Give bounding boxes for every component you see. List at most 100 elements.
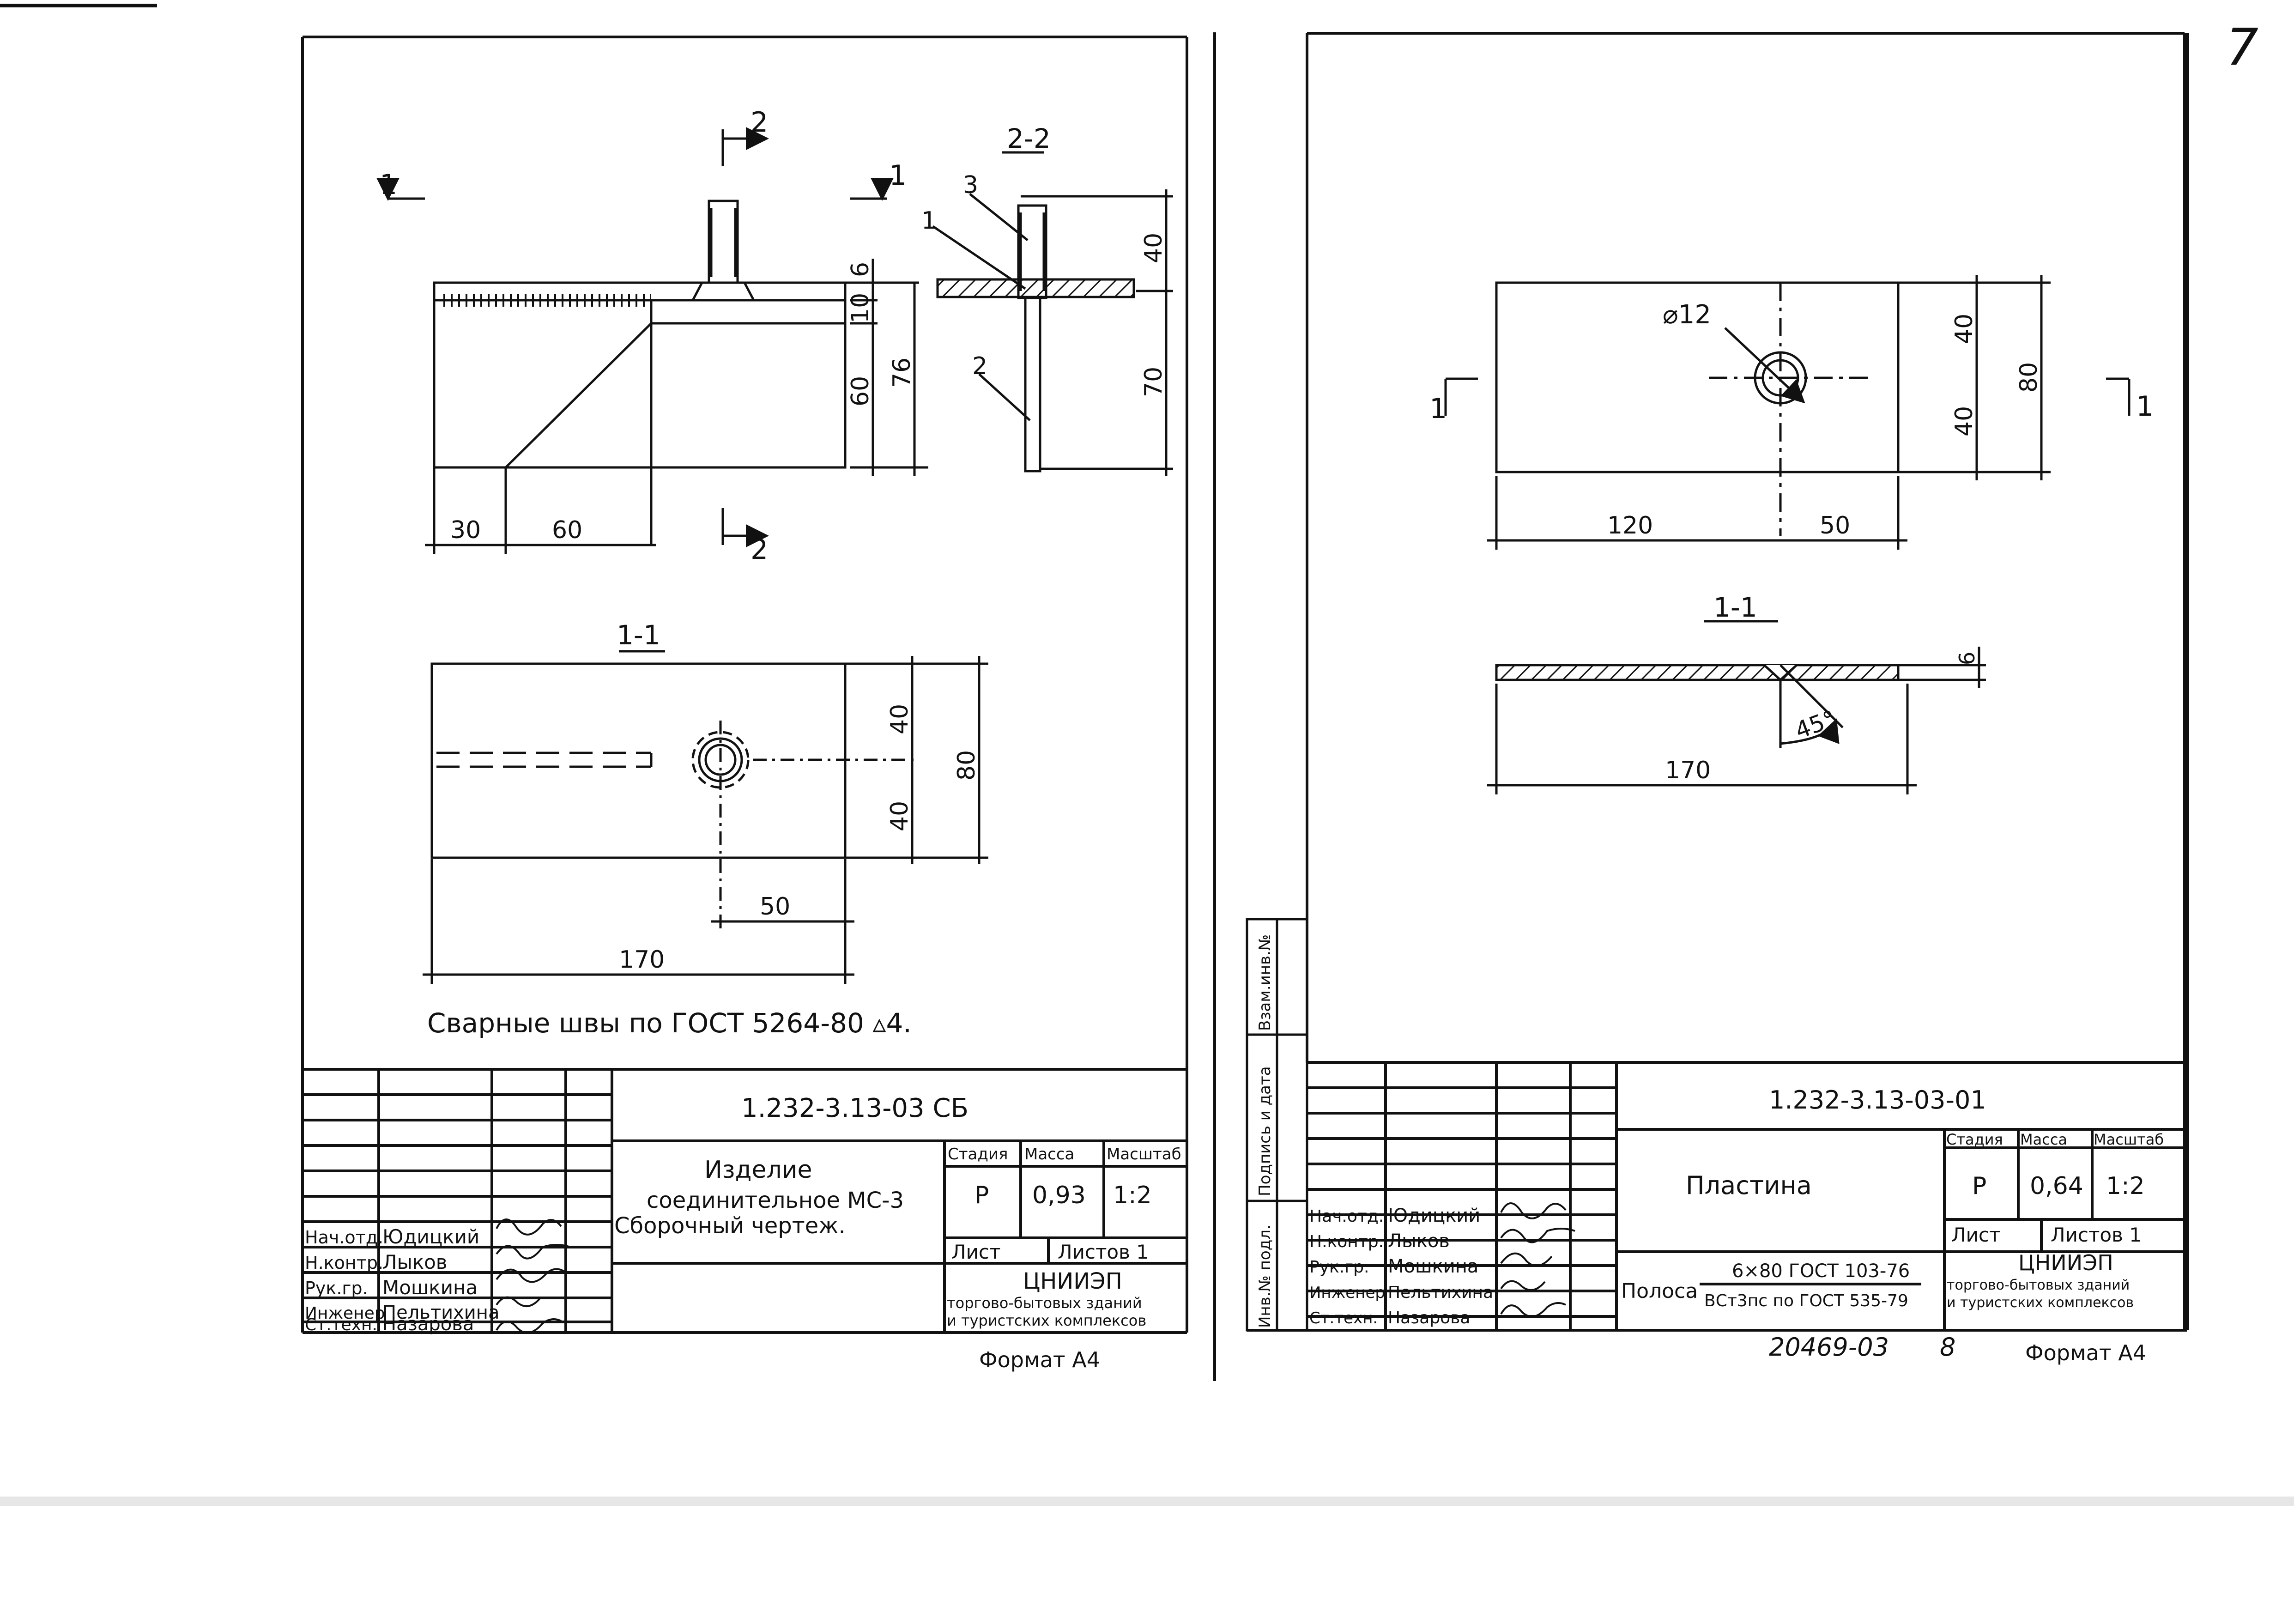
left-title-block xyxy=(303,1068,1187,1333)
left-sheet-label: Лист xyxy=(951,1241,1000,1263)
right-sig-role-3: Рук.гр. xyxy=(1309,1258,1369,1277)
right-value-mass: 0,64 xyxy=(2030,1172,2083,1200)
left-sig-name-4: Пельтихина xyxy=(382,1302,499,1323)
dim-front-60: 60 xyxy=(847,376,874,406)
left-frame xyxy=(301,36,1188,1334)
left-sheet xyxy=(0,4,1216,1381)
side-stamp-1: Инв.№ подл. xyxy=(1256,1224,1274,1328)
right-section-title: 1-1 xyxy=(1713,592,1757,623)
right-dim-170: 170 xyxy=(1665,757,1711,784)
left-value-stage: Р xyxy=(974,1182,989,1209)
hole-label: ⌀12 xyxy=(1663,300,1711,330)
left-header-stage: Стадия xyxy=(948,1145,1008,1163)
right-sig-name-1: Юдицкий xyxy=(1388,1205,1480,1226)
right-sig-name-5: Назарова xyxy=(1388,1309,1471,1327)
left-sig-role-3: Рук.гр. xyxy=(305,1278,368,1298)
dim-plan-170: 170 xyxy=(619,946,665,974)
archive-sheet: 8 xyxy=(1940,1333,1955,1362)
section-2-label-bottom: 2 xyxy=(751,533,768,566)
right-header-scale: Масштаб xyxy=(2094,1131,2164,1148)
material-prefix: Полоса xyxy=(1621,1279,1698,1303)
right-sig-name-2: Лыков xyxy=(1388,1230,1450,1252)
left-title-line-3: Сборочный чертеж. xyxy=(614,1213,846,1239)
material-top: 6×80 ГОСТ 103-76 xyxy=(1732,1260,1910,1282)
section-1-label-left: 1 xyxy=(380,169,397,201)
left-sig-name-1: Юдицкий xyxy=(382,1225,479,1248)
right-sheet xyxy=(1246,32,2189,1332)
left-value-mass: 0,93 xyxy=(1032,1182,1086,1209)
left-sig-name-3: Мошкина xyxy=(382,1276,478,1299)
dim-plan-50: 50 xyxy=(760,893,790,921)
right-doc-code: 1.232-3.13-03-01 xyxy=(1769,1085,1986,1115)
right-sig-name-4: Пельтихина xyxy=(1388,1283,1493,1302)
right-org-line-2: и туристских комплексов xyxy=(1947,1295,2134,1311)
left-sig-role-5: Ст.техн. xyxy=(305,1315,377,1334)
right-sig-role-4: Инженер xyxy=(1309,1284,1385,1302)
right-value-scale: 1:2 xyxy=(2106,1172,2145,1200)
right-dim-40b: 40 xyxy=(1950,406,1978,436)
right-sheet-label: Лист xyxy=(1951,1224,2000,1246)
weld-note: Сварные швы по ГОСТ 5264-80 ▵4. xyxy=(427,1007,912,1039)
right-sheets-label: Листов 1 xyxy=(2051,1224,2142,1246)
left-format-label: Формат А4 xyxy=(979,1347,1100,1372)
left-signatures xyxy=(496,1218,571,1334)
right-dim-50: 50 xyxy=(1820,512,1850,539)
section-2-2 xyxy=(932,151,1173,476)
dim-2-2-40: 40 xyxy=(1140,233,1168,263)
scan-noise-band xyxy=(0,1497,2294,1506)
dim-front-10: 10 xyxy=(847,293,874,323)
callout-1: 1 xyxy=(921,207,937,235)
right-title-block xyxy=(1307,1061,2185,1330)
right-signatures xyxy=(1500,1202,1575,1318)
plan-view-1-1 xyxy=(423,650,988,984)
left-title-line-1: Изделие xyxy=(704,1156,812,1184)
left-org-line-2: и туристских комплексов xyxy=(947,1312,1146,1329)
right-org-name: ЦНИИЭП xyxy=(2018,1250,2113,1275)
right-sig-role-5: Ст.техн. xyxy=(1309,1309,1378,1327)
dim-front-6: 6 xyxy=(847,262,874,277)
section-2-2-title: 2-2 xyxy=(1007,123,1051,154)
section-1-1-title: 1-1 xyxy=(617,619,660,651)
left-sig-name-5: Назарова xyxy=(382,1314,474,1335)
right-dim-6: 6 xyxy=(1955,652,1979,665)
section-2-label-top: 2 xyxy=(751,106,768,139)
plate-section-1-1 xyxy=(1487,620,1986,794)
right-sig-name-3: Мошкина xyxy=(1388,1256,1478,1277)
left-org-name: ЦНИИЭП xyxy=(1023,1268,1122,1294)
right-frame xyxy=(1247,32,2189,1332)
left-header-scale: Масштаб xyxy=(1107,1145,1181,1163)
section-1-label-right: 1 xyxy=(889,159,907,192)
dim-front-76: 76 xyxy=(888,358,916,388)
right-section-1-left: 1 xyxy=(1429,393,1447,425)
archive-number: 20469-03 xyxy=(1769,1333,1889,1362)
left-sig-name-2: Лыков xyxy=(382,1251,448,1273)
material-bottom: ВСт3пс по ГОСТ 535-79 xyxy=(1704,1291,1908,1310)
left-value-scale: 1:2 xyxy=(1113,1182,1152,1209)
side-stamp-3: Взам.инв.№ xyxy=(1256,934,1274,1031)
callout-3: 3 xyxy=(963,171,978,199)
dim-plan-80: 80 xyxy=(953,750,981,781)
dim-front-60w: 60 xyxy=(552,516,582,544)
dim-plan-40a: 40 xyxy=(886,704,914,734)
right-sig-role-1: Нач.отд. xyxy=(1309,1207,1384,1226)
dim-front-30: 30 xyxy=(450,516,481,544)
left-sig-role-1: Нач.отд. xyxy=(305,1227,383,1248)
side-stamp-2: Подпись и дата xyxy=(1256,1066,1274,1196)
right-title: Пластина xyxy=(1686,1171,1812,1200)
left-header-mass: Масса xyxy=(1024,1145,1074,1163)
left-org-line-1: торгово-бытовых зданий xyxy=(947,1294,1142,1312)
left-sig-role-2: Н.контр. xyxy=(305,1253,383,1273)
dim-2-2-70: 70 xyxy=(1140,367,1168,397)
right-angle: 45° xyxy=(1792,705,1839,744)
left-doc-code: 1.232-3.13-03 СБ xyxy=(741,1093,968,1123)
side-stamp xyxy=(1246,918,1308,1332)
page-number: 7 xyxy=(2226,18,2258,77)
left-title-line-2: соединительное МС-3 xyxy=(647,1188,904,1213)
right-dim-40a: 40 xyxy=(1950,314,1978,344)
right-dim-120: 120 xyxy=(1607,512,1653,539)
right-org-line-1: торгово-бытовых зданий xyxy=(1947,1277,2130,1293)
right-header-stage: Стадия xyxy=(1946,1131,2003,1148)
left-sig-role-4: Инженер xyxy=(305,1304,385,1323)
right-dim-80: 80 xyxy=(2015,362,2043,393)
